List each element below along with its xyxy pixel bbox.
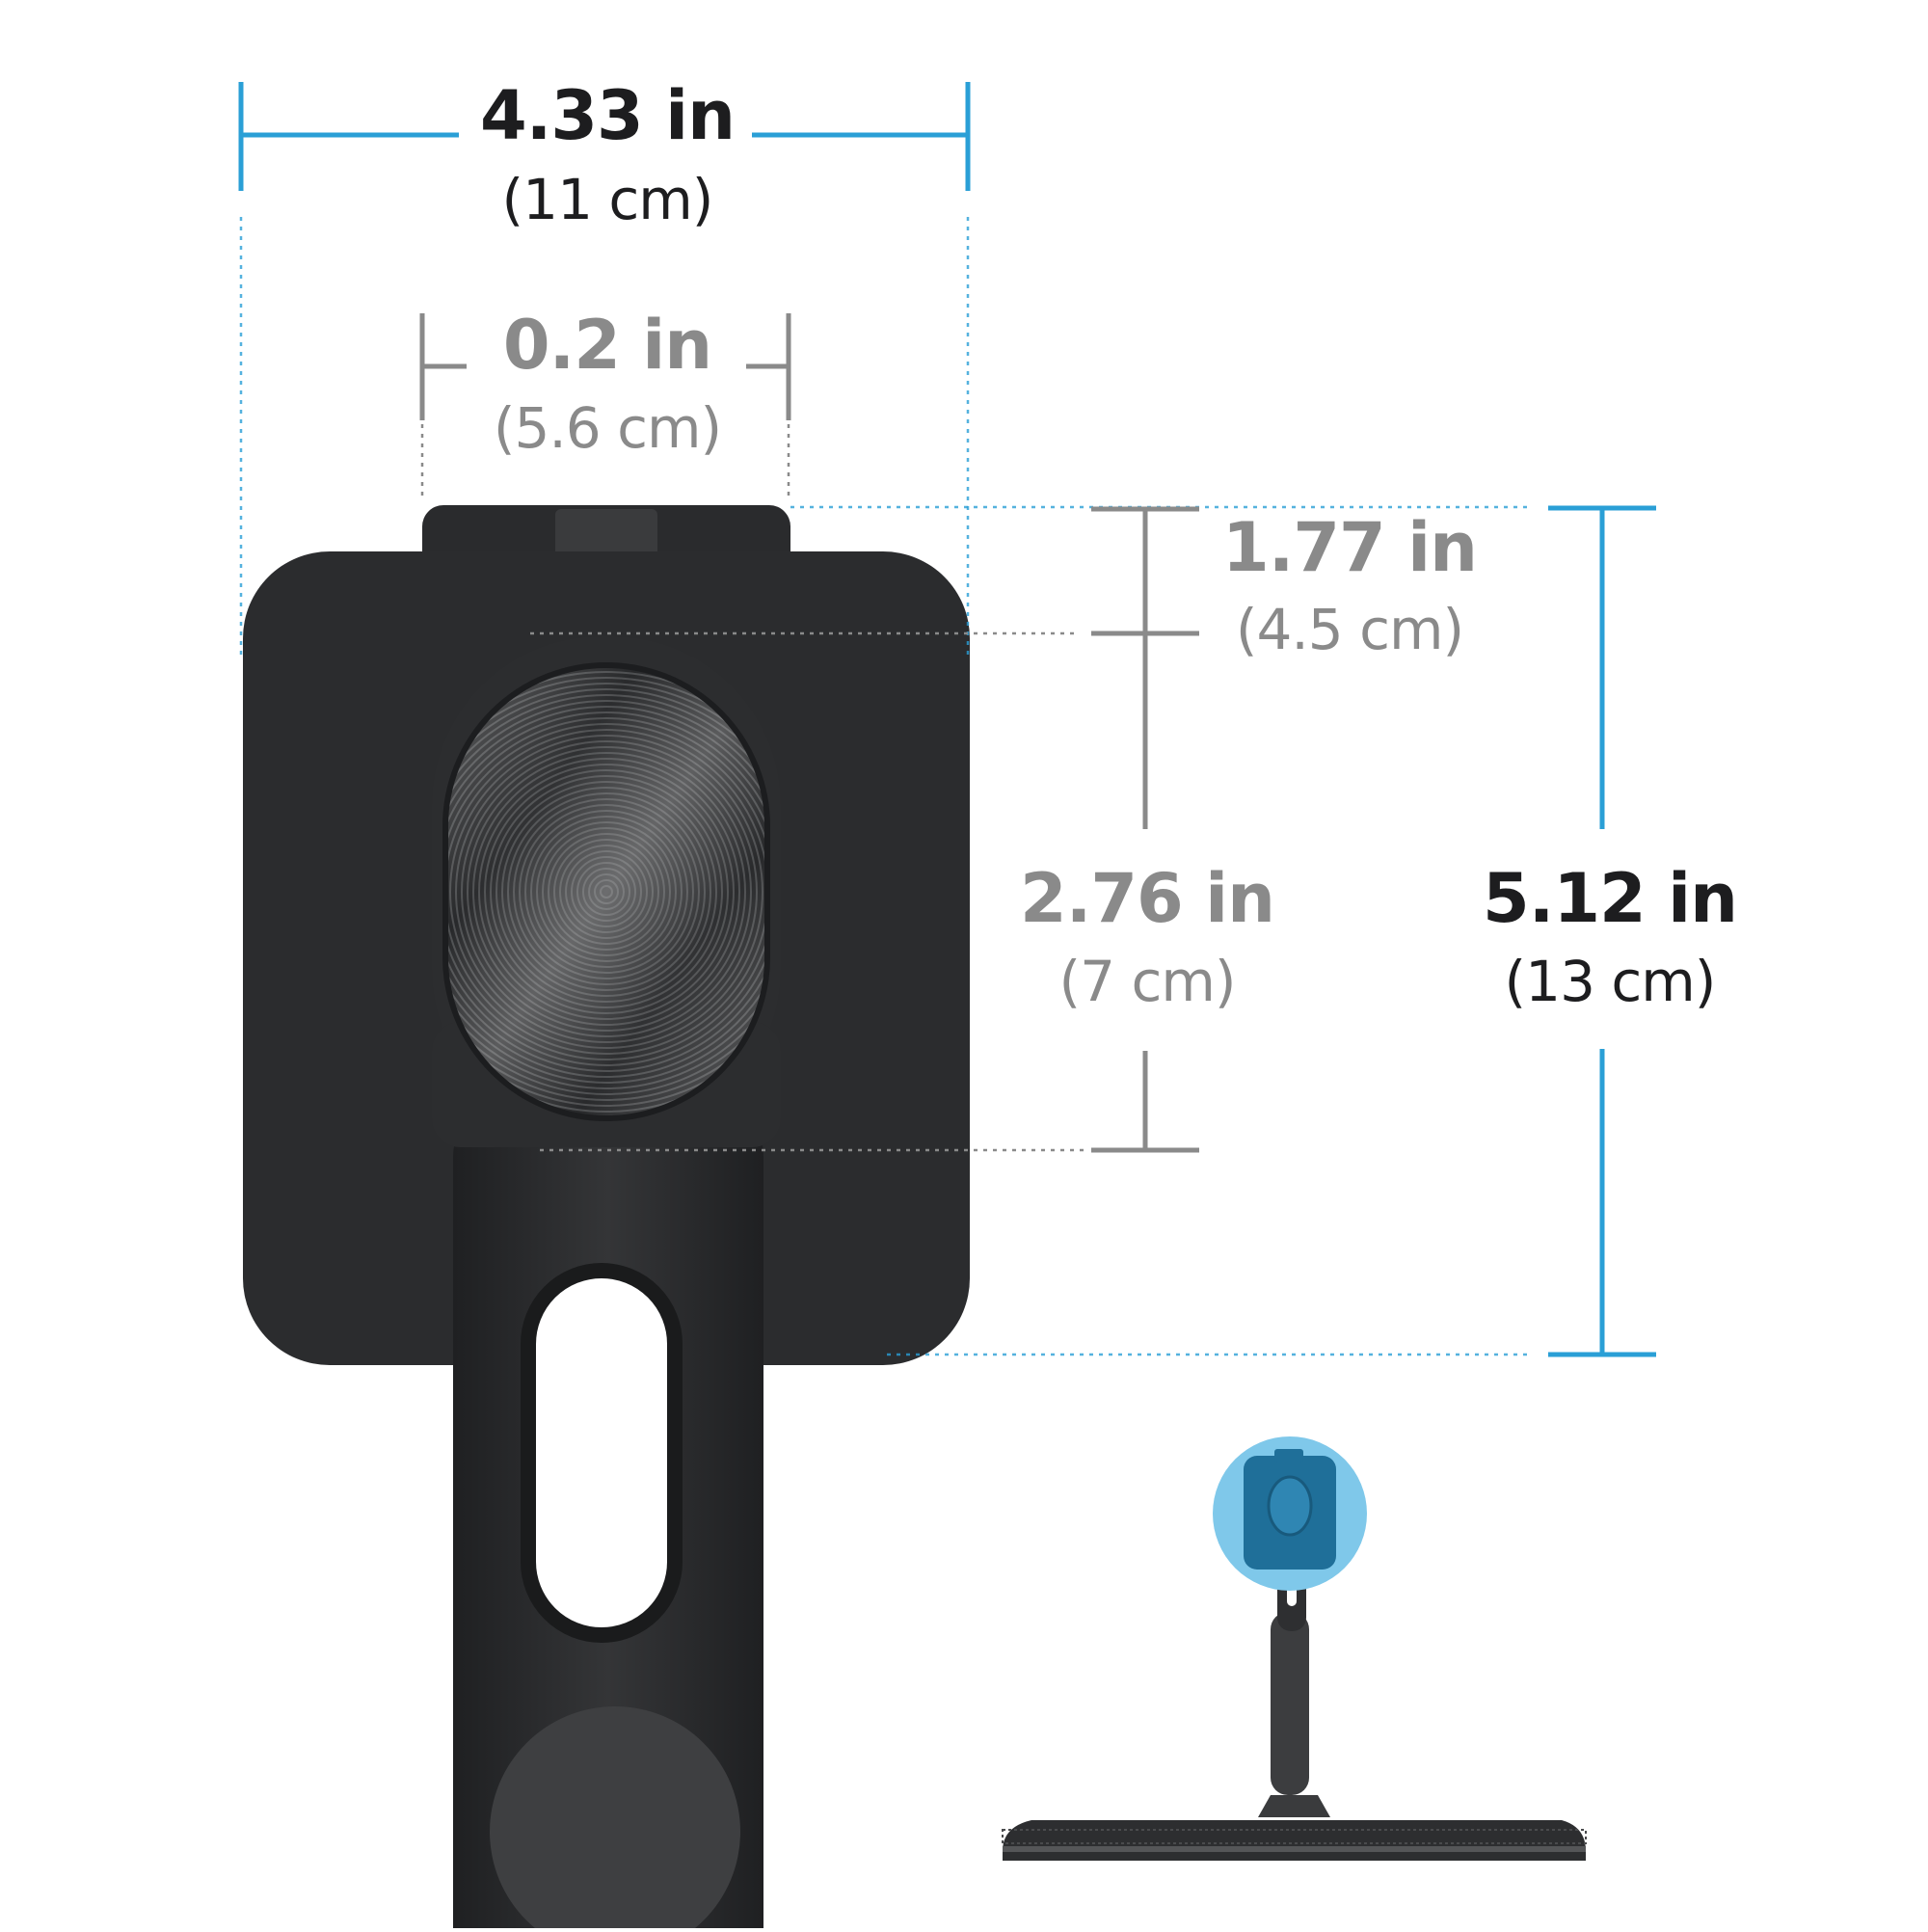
mount-width-metric: (5.6 cm): [493, 395, 722, 461]
pad-dimension-line: [1091, 506, 1199, 1153]
pad-height-value: 2.76 in: [1020, 859, 1275, 938]
overall-height-metric: (13 cm): [1504, 949, 1717, 1014]
overall-width-label: 4.33 in (11 cm): [463, 75, 752, 243]
overall-height-label: 5.12 in (13 cm): [1465, 858, 1754, 1024]
inset-monitor-illustration: [1002, 1436, 1587, 1861]
mount-width-dimension-line: [419, 313, 791, 420]
width-dimension-line: [238, 82, 971, 191]
mount-width-label: 0.2 in (5.6 cm): [463, 307, 752, 472]
overall-height-value: 5.12 in: [1483, 859, 1738, 938]
support-arm: [453, 1109, 763, 1932]
top-offset-value: 1.77 in: [1222, 508, 1478, 587]
mount-width-value: 0.2 in: [502, 306, 712, 385]
pad-height-label: 2.76 in (7 cm): [1003, 858, 1292, 1024]
top-offset-metric: (4.5 cm): [1235, 597, 1464, 662]
brushed-disc: [445, 665, 767, 1118]
overall-width-metric: (11 cm): [501, 167, 714, 232]
arm-slot: [521, 1263, 683, 1643]
magnetic-knob: [432, 636, 781, 1147]
height-dimension-line: [1548, 505, 1656, 1357]
pad-height-metric: (7 cm): [1058, 949, 1237, 1014]
top-offset-label: 1.77 in (4.5 cm): [1205, 509, 1494, 673]
guide-lines: [239, 217, 1533, 1356]
overall-width-value: 4.33 in: [480, 76, 736, 155]
hinge-cap: [490, 1706, 740, 1932]
